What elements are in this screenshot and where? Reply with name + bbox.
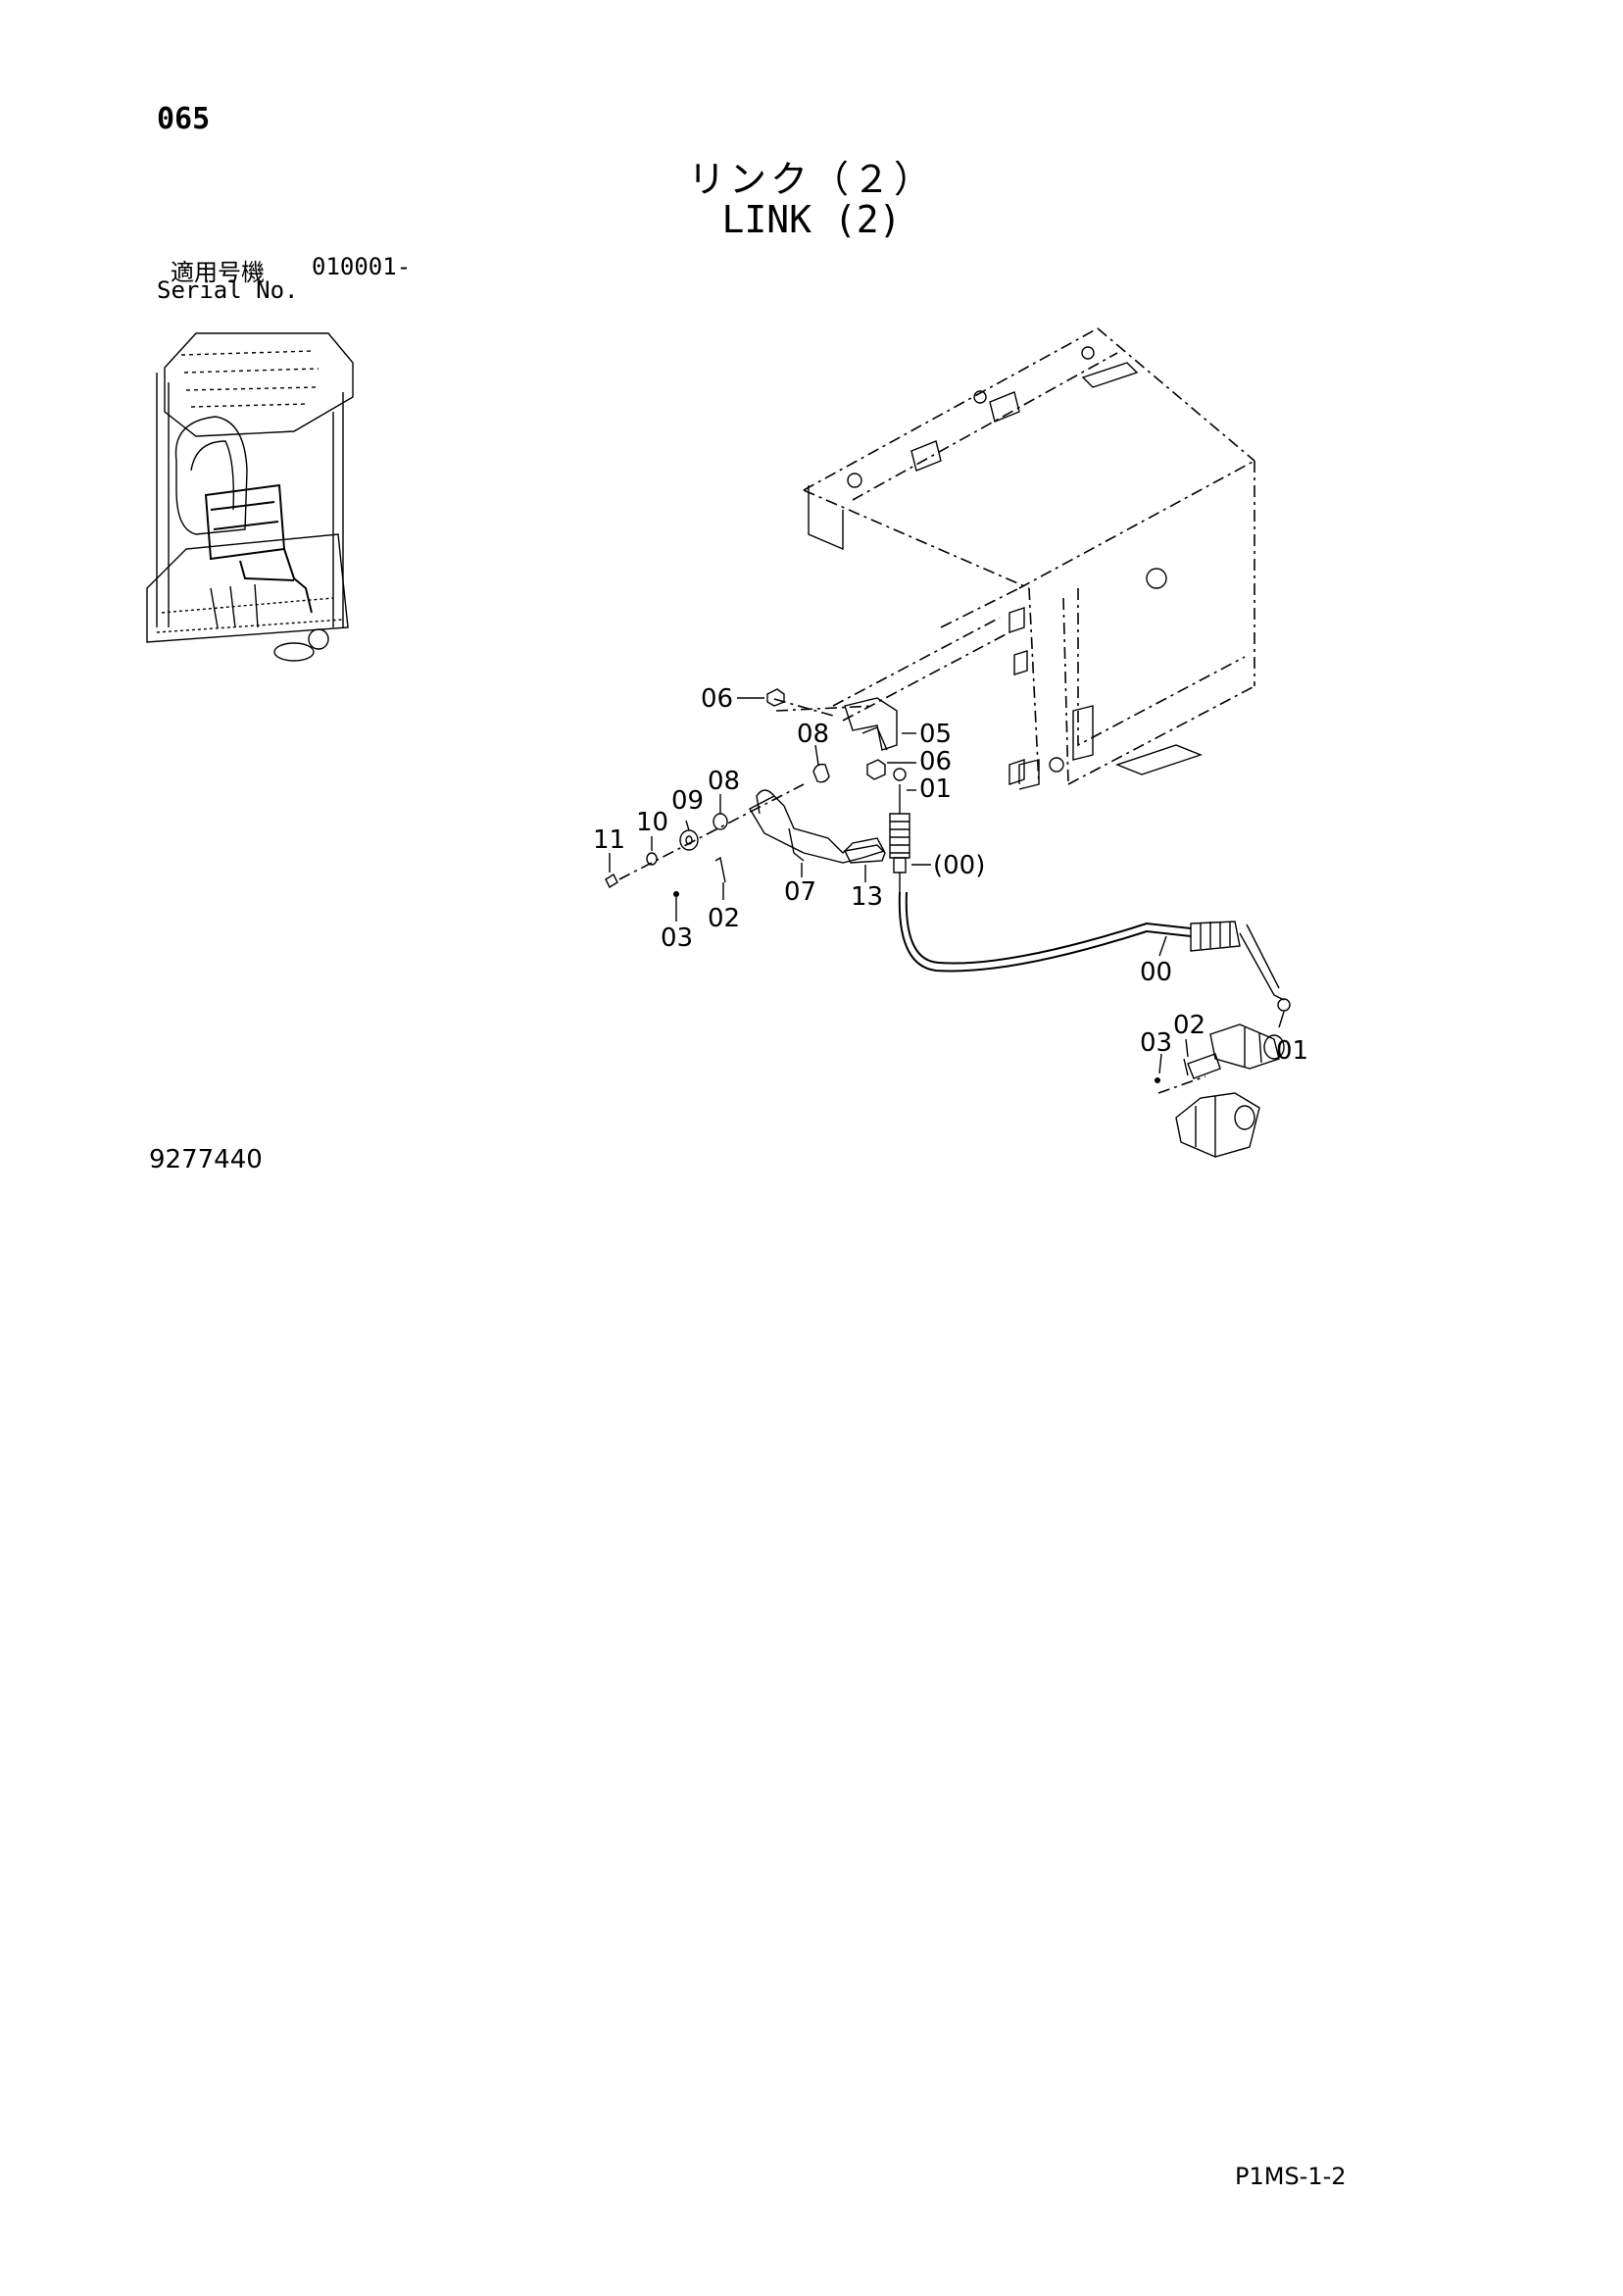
page-number: 065 — [157, 102, 211, 136]
callout-01-top: 01 — [919, 774, 952, 804]
page-code: P1MS-1-2 — [1235, 2163, 1347, 2190]
machine-overview-thumbnail — [146, 332, 354, 662]
main-diagram — [605, 327, 1291, 1158]
callout-11: 11 — [593, 825, 625, 855]
callout-06-top: 06 — [701, 684, 733, 714]
callout-13: 13 — [851, 882, 883, 912]
leader-lines — [609, 697, 1285, 1074]
serial-number: 010001- — [312, 253, 412, 280]
callout-03-lower: 03 — [1140, 1028, 1172, 1058]
callout-00-parenthesized: (00) — [933, 851, 985, 880]
callout-05: 05 — [919, 720, 952, 749]
callout-08-top: 08 — [797, 720, 829, 749]
callout-02-left: 02 — [708, 904, 740, 933]
serial-label-english: Serial No. — [157, 276, 299, 304]
callout-06-bottom: 06 — [919, 747, 952, 776]
callout-09: 09 — [671, 786, 704, 816]
callout-08-left: 08 — [708, 767, 740, 796]
serial-label-japanese: 適用号機 — [171, 259, 265, 286]
callout-07: 07 — [784, 877, 816, 907]
title-japanese: リンク（２） — [687, 158, 935, 201]
callout-02-lower: 02 — [1173, 1011, 1205, 1040]
title-english: LINK (2) — [721, 198, 902, 241]
callout-01-lower: 01 — [1276, 1036, 1308, 1066]
callout-03-left: 03 — [661, 923, 693, 953]
callout-10: 10 — [636, 808, 668, 837]
callout-00: 00 — [1140, 958, 1172, 987]
drawing-number: 9277440 — [149, 1145, 263, 1174]
